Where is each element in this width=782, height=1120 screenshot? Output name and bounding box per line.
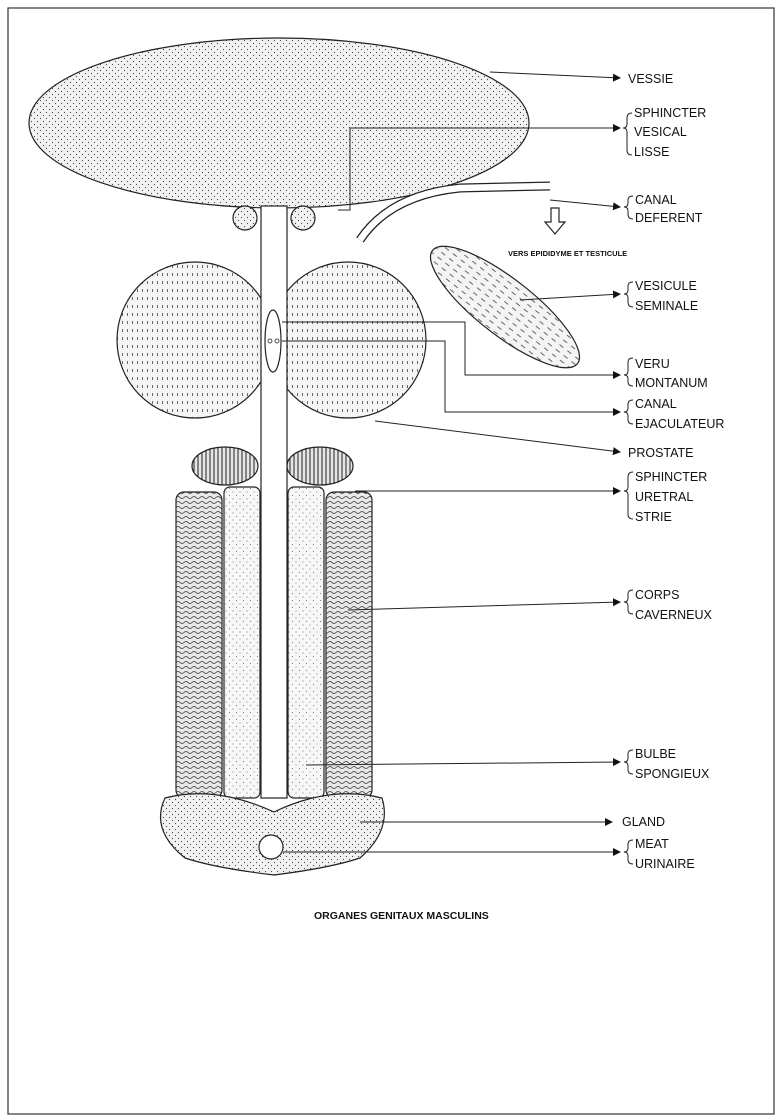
bracket-corps-caverneux bbox=[624, 590, 633, 614]
label-meat-urinaire-2: URINAIRE bbox=[635, 857, 695, 871]
bracket-canal-deferent bbox=[624, 196, 633, 219]
label-canal-ejaculateur-2: EJACULATEUR bbox=[635, 417, 724, 431]
leader-prostate bbox=[375, 421, 620, 452]
label-veru-montanum-1: VERU bbox=[635, 357, 670, 371]
label-canal-deferent-1: CANAL bbox=[635, 193, 677, 207]
urethra bbox=[261, 206, 287, 798]
leader-corps-caverneux bbox=[348, 602, 620, 610]
label-canal-ejaculateur-1: CANAL bbox=[635, 397, 677, 411]
label-meat-urinaire-1: MEAT bbox=[635, 837, 669, 851]
vessie-bladder bbox=[29, 38, 529, 208]
sphincter-vesical-right bbox=[291, 206, 315, 230]
sphincter-uretral-left bbox=[192, 447, 258, 485]
label-sphincter-uretral-2: URETRAL bbox=[635, 490, 693, 504]
label-vers-epididyme: VERS EPIDIDYME ET TESTICULE bbox=[508, 249, 627, 258]
bracket-vesicule-seminale bbox=[624, 282, 633, 307]
corps-caverneux-left bbox=[176, 492, 222, 798]
label-corps-caverneux-2: CAVERNEUX bbox=[635, 608, 713, 622]
label-bulbe-spongieux-1: BULBE bbox=[635, 747, 676, 761]
label-prostate: PROSTATE bbox=[628, 446, 694, 460]
label-vessie: VESSIE bbox=[628, 72, 673, 86]
label-veru-montanum-2: MONTANUM bbox=[635, 376, 708, 390]
label-sphincter-uretral-3: STRIE bbox=[635, 510, 672, 524]
leader-vessie bbox=[490, 72, 620, 78]
bracket-canal-ejaculateur bbox=[624, 400, 633, 424]
bracket-veru-montanum bbox=[624, 358, 633, 386]
sphincter-uretral-right bbox=[287, 447, 353, 485]
label-sphincter-vesical-2: VESICAL bbox=[634, 125, 687, 139]
bracket-sphincter-uretral bbox=[624, 472, 633, 519]
corps-spongieux-left bbox=[224, 487, 260, 798]
label-canal-deferent-2: DEFERENT bbox=[635, 211, 703, 225]
bracket-sphincter-vesical bbox=[623, 113, 632, 155]
leader-canal-deferent bbox=[550, 200, 620, 207]
corps-caverneux-right bbox=[326, 492, 372, 798]
bracket-bulbe-spongieux bbox=[624, 750, 633, 774]
sphincter-vesical-left bbox=[233, 206, 257, 230]
label-sphincter-vesical-1: SPHINCTER bbox=[634, 106, 706, 120]
label-corps-caverneux-1: CORPS bbox=[635, 588, 679, 602]
label-vesicule-seminale-1: VESICULE bbox=[635, 279, 697, 293]
prostate-right-lobe bbox=[270, 262, 426, 418]
diagram-caption: ORGANES GENITAUX MASCULINS bbox=[314, 910, 489, 922]
bracket-meat-urinaire bbox=[624, 840, 633, 864]
label-bulbe-spongieux-2: SPONGIEUX bbox=[635, 767, 710, 781]
label-sphincter-uretral-1: SPHINCTER bbox=[635, 470, 707, 484]
label-vesicule-seminale-2: SEMINALE bbox=[635, 299, 698, 313]
gland bbox=[161, 794, 385, 875]
label-gland: GLAND bbox=[622, 815, 665, 829]
ejaculatory-orifice-right bbox=[275, 339, 279, 343]
meat-urinaire bbox=[259, 835, 283, 859]
label-sphincter-vesical-3: LISSE bbox=[634, 145, 669, 159]
down-arrow-icon bbox=[545, 208, 565, 234]
ejaculatory-orifice-left bbox=[268, 339, 272, 343]
prostate-left-lobe bbox=[117, 262, 273, 418]
corps-spongieux-right bbox=[288, 487, 324, 798]
